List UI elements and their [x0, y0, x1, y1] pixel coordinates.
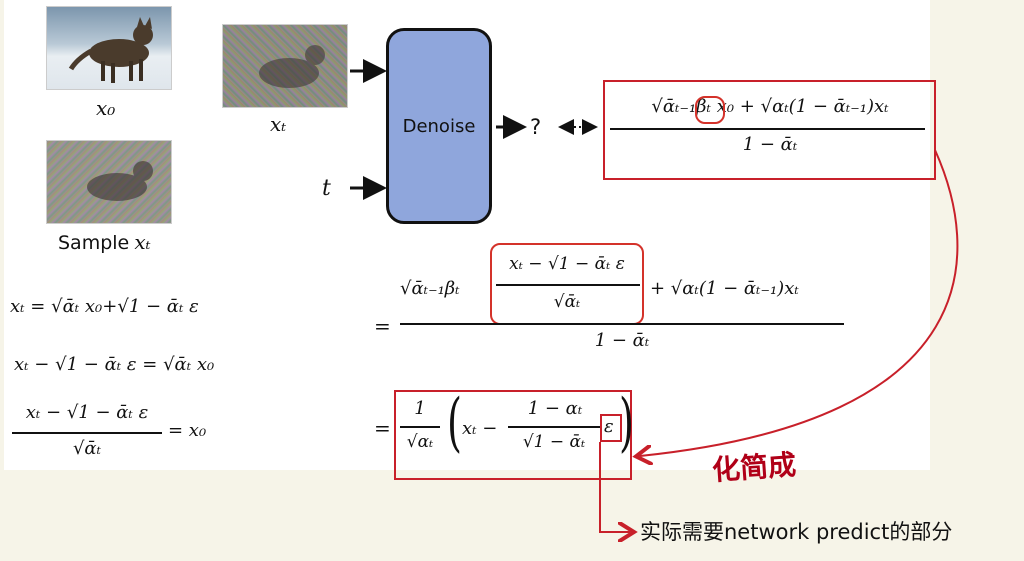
xt-label: xₜ: [270, 112, 287, 136]
target-fraction-line: [610, 128, 925, 130]
final-coef-denominator: √αₜ: [406, 432, 434, 452]
cat-sample-image: [46, 140, 172, 224]
final-equals: =: [374, 416, 391, 440]
sub-equals: =: [374, 314, 391, 338]
cat-noisy-xt-image: [222, 24, 348, 108]
final-xt-minus: xₜ −: [462, 418, 498, 439]
cat-clean-image: [46, 6, 172, 90]
red-epsilon-pointer: [599, 442, 630, 532]
eq3-rhs: = x₀: [168, 420, 207, 441]
final-frac-numerator: 1 − αₜ: [527, 398, 583, 419]
eq3-numerator: xₜ − √1 − ᾱₜ ε: [25, 402, 149, 423]
final-frac-line: [508, 426, 600, 428]
final-formula-box: [394, 390, 632, 480]
eq3-fraction-line: [12, 432, 162, 434]
t-label: t: [322, 176, 331, 201]
sub-fraction-line: [400, 323, 844, 325]
eq1: xₜ = √ᾱₜ x₀+√1 − ᾱₜ ε: [10, 296, 199, 317]
sample-xt-label: Sample xₜ: [58, 230, 151, 254]
final-coef-fraction-line: [400, 426, 440, 428]
target-denominator: 1 − ᾱₜ: [742, 134, 798, 155]
sub-inner-fraction-line: [496, 284, 640, 286]
simplify-annotation: 化简成: [711, 448, 798, 487]
final-coef-numerator: 1: [414, 398, 426, 419]
eq3-denominator: √ᾱₜ: [72, 438, 102, 459]
sub-inner-numerator: xₜ − √1 − ᾱₜ ε: [509, 254, 625, 274]
network-predict-annotation: 实际需要network predict的部分: [640, 520, 953, 544]
sub-num-left: √ᾱₜ₋₁βₜ: [400, 278, 460, 299]
denoise-block: Denoise: [386, 28, 492, 224]
x0-label: x₀: [96, 96, 116, 120]
eq2: xₜ − √1 − ᾱₜ ε = √ᾱₜ x₀: [14, 354, 215, 375]
target-formula-box: [603, 80, 936, 180]
sub-num-right: + √αₜ(1 − ᾱₜ₋₁)xₜ: [650, 278, 799, 299]
final-right-paren: ): [618, 386, 634, 460]
sub-inner-denominator: √ᾱₜ: [553, 292, 581, 312]
question-mark: ?: [530, 115, 542, 139]
sub-denominator: 1 − ᾱₜ: [594, 330, 650, 351]
red-curve-arrow: [640, 149, 959, 456]
final-frac-denominator: √1 − ᾱₜ: [522, 432, 586, 452]
final-left-paren: (: [446, 386, 462, 460]
x0-highlight-box: [695, 96, 725, 124]
target-numerator: √ᾱₜ₋₁βₜ x₀ + √αₜ(1 − ᾱₜ₋₁)xₜ: [651, 96, 889, 117]
final-epsilon: ε: [604, 416, 614, 437]
epsilon-highlight-box: [600, 414, 622, 442]
